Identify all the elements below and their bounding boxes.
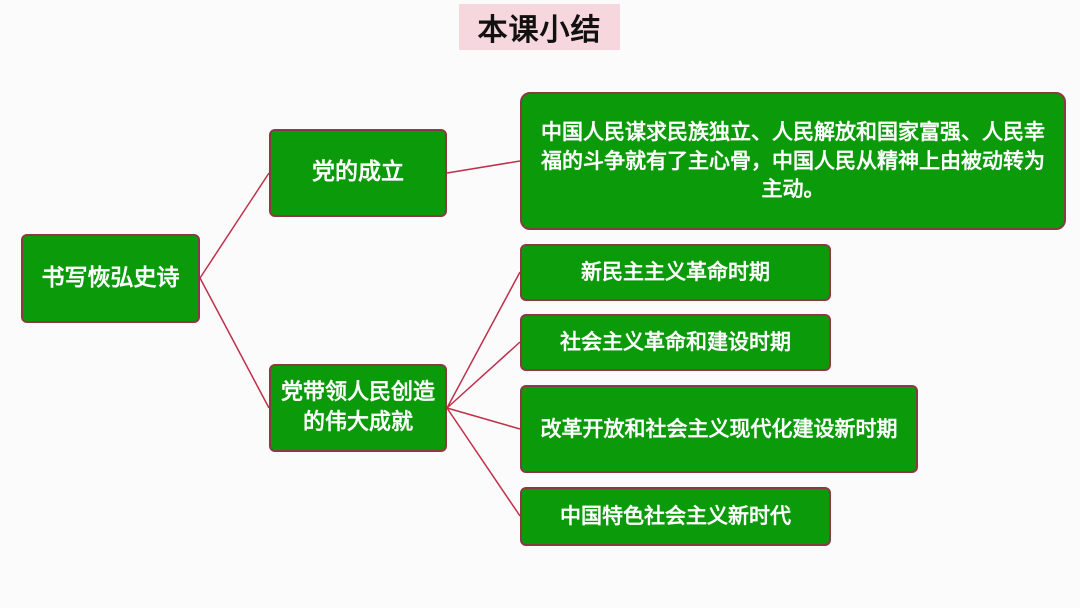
period-node-3: 改革开放和社会主义现代化建设新时期	[520, 385, 918, 473]
connector-achievements-period-4	[446, 407, 521, 517]
period-label: 改革开放和社会主义现代化建设新时期	[540, 416, 898, 441]
connector-achievements-period-1	[446, 271, 521, 409]
connector-root-founding	[199, 172, 270, 279]
period-label: 新民主主义革命时期	[581, 260, 770, 285]
achievements-node-label: 党带领人民创造的伟大成就	[280, 380, 435, 435]
root-node-label: 书写恢弘史诗	[41, 264, 180, 291]
founding-node-label: 党的成立	[312, 159, 404, 186]
founding-detail-text: 中国人民谋求民族独立、人民解放和国家富强、人民幸福的斗争就有了主心骨，中国人民从…	[541, 120, 1045, 202]
achievements-node: 党带领人民创造的伟大成就	[269, 364, 447, 452]
connector-achievements-period-2	[446, 341, 521, 409]
founding-node: 党的成立	[269, 129, 447, 217]
connector-achievements-period-3	[446, 407, 521, 430]
connector-root-achievements	[199, 277, 270, 409]
period-label: 社会主义革命和建设时期	[560, 330, 791, 355]
period-node-2: 社会主义革命和建设时期	[520, 314, 831, 371]
period-label: 中国特色社会主义新时代	[560, 504, 791, 529]
slide-title: 本课小结	[459, 4, 620, 50]
period-node-4: 中国特色社会主义新时代	[520, 487, 831, 546]
period-node-1: 新民主主义革命时期	[520, 244, 831, 301]
founding-detail-node: 中国人民谋求民族独立、人民解放和国家富强、人民幸福的斗争就有了主心骨，中国人民从…	[520, 92, 1066, 230]
root-node: 书写恢弘史诗	[21, 234, 200, 323]
connector-founding-detail	[446, 160, 521, 174]
